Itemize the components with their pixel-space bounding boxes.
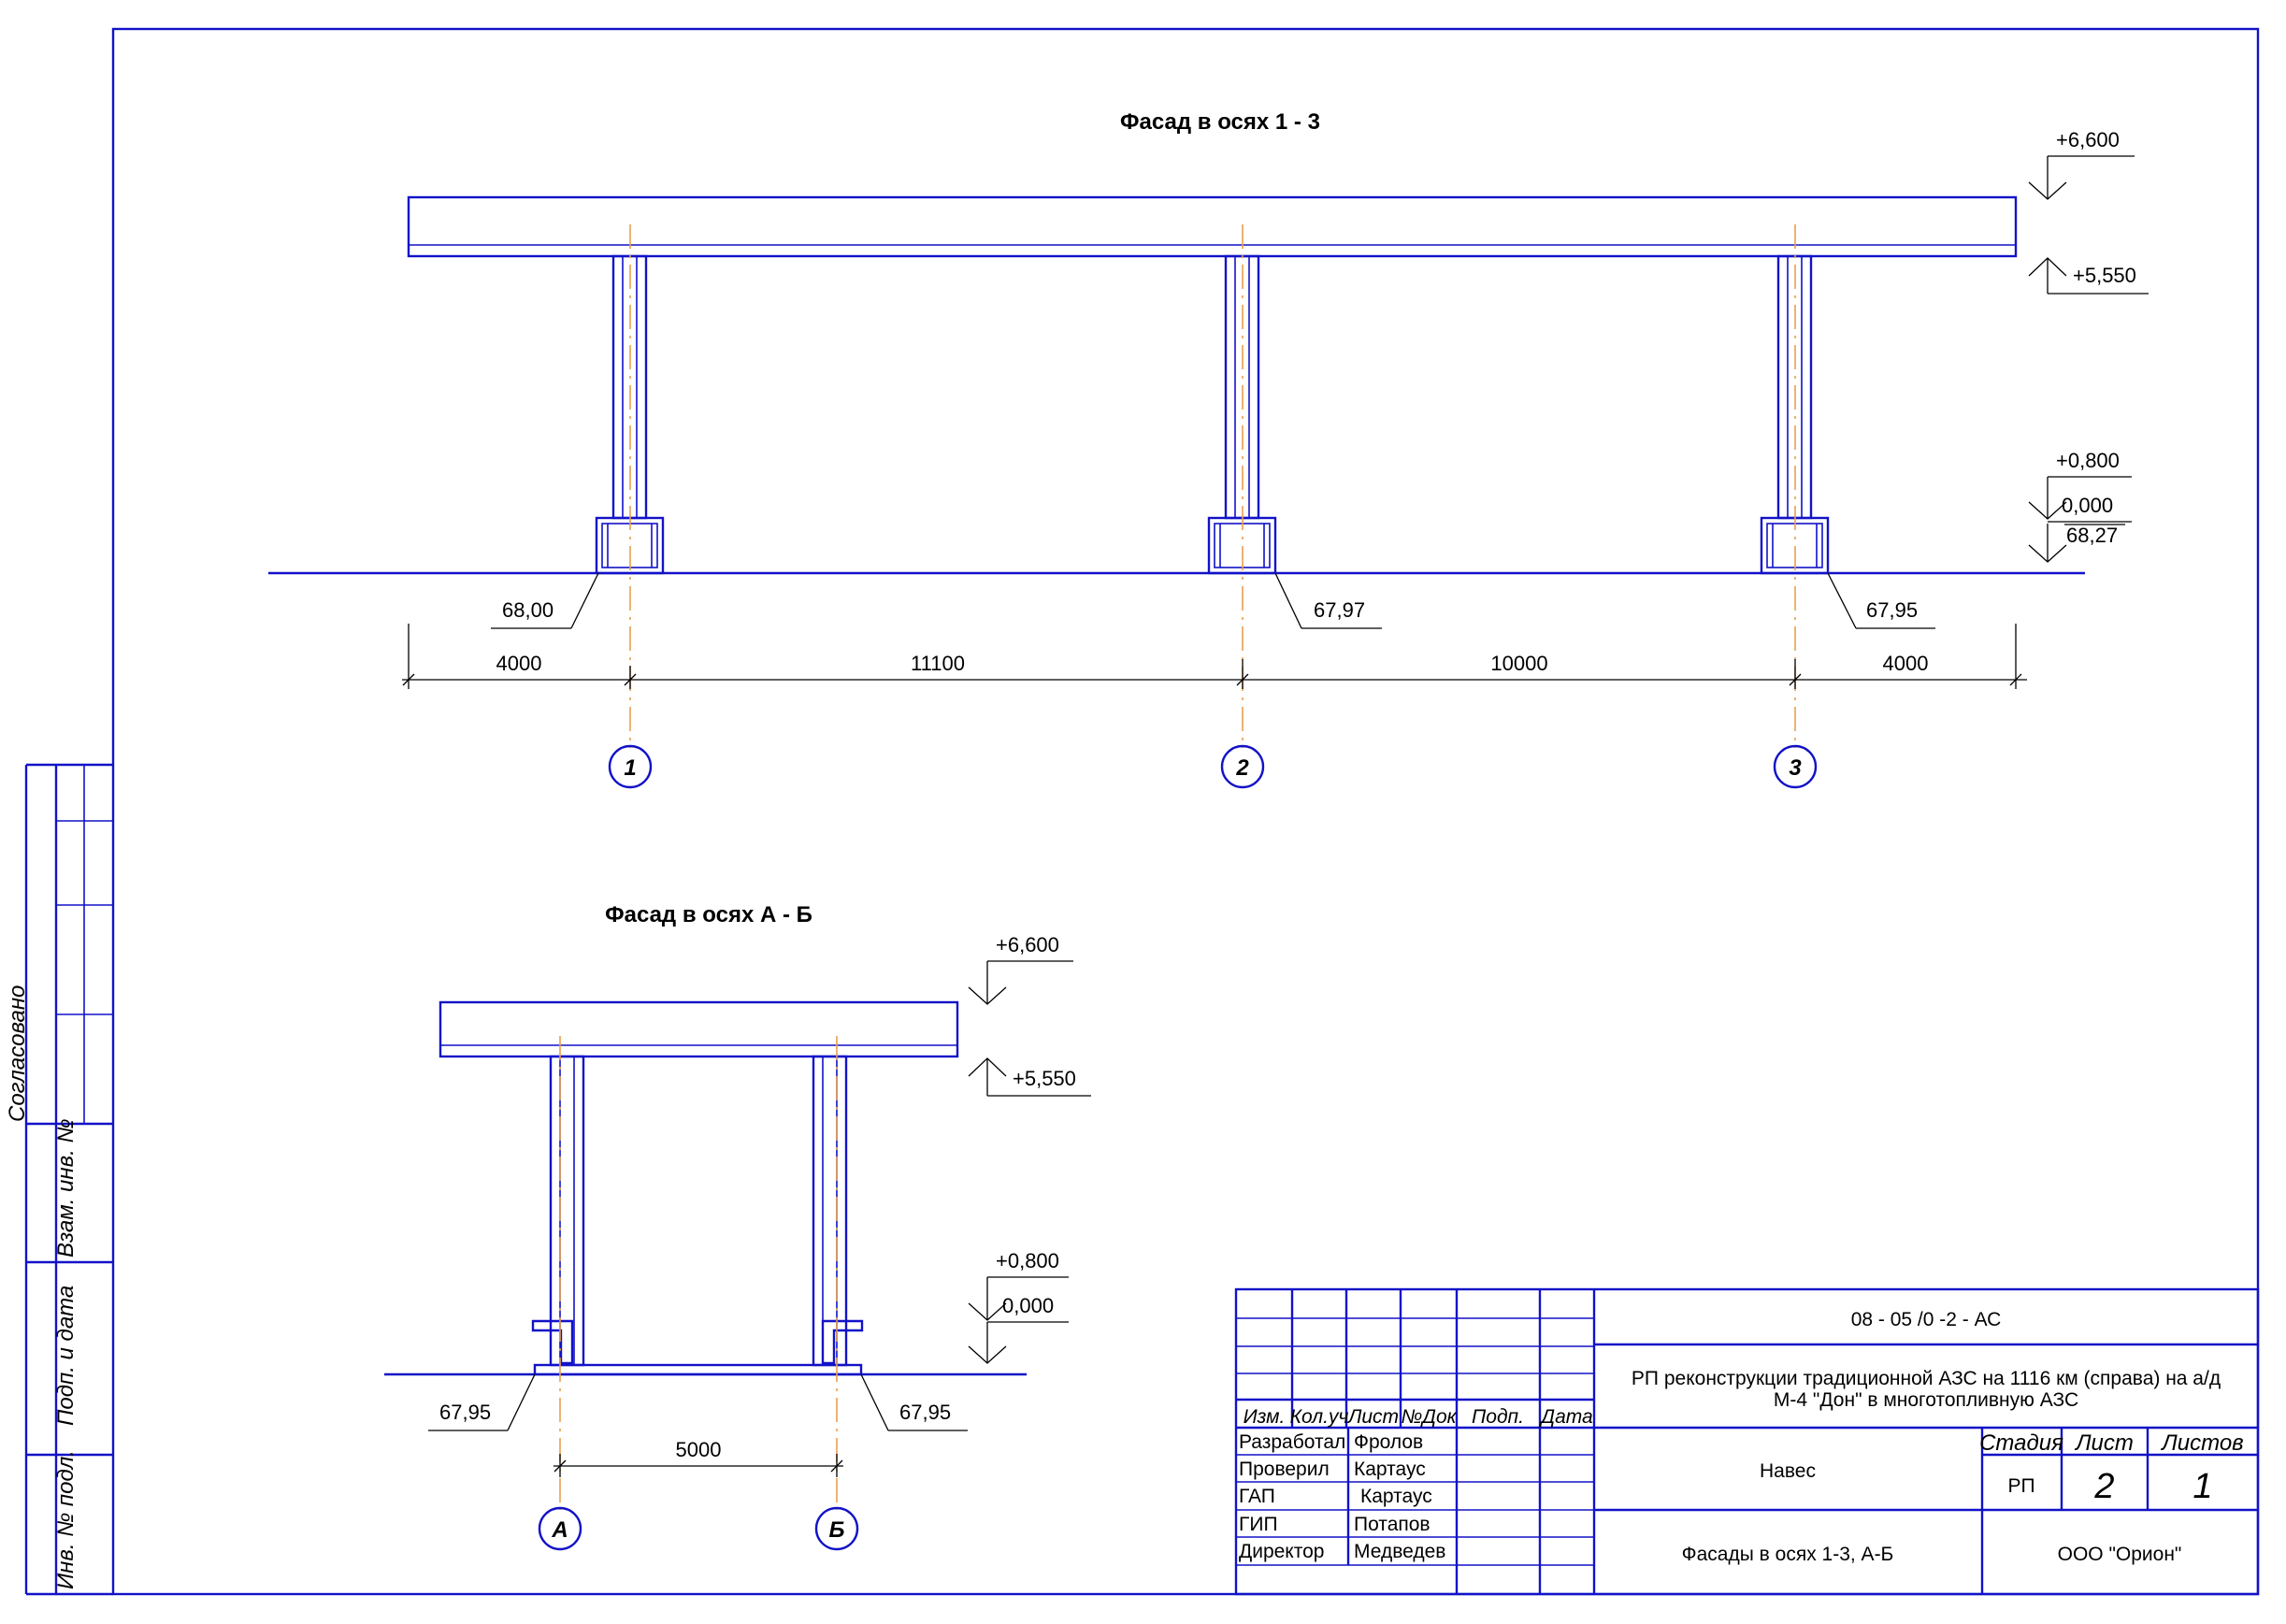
svg-text:67,95: 67,95 <box>439 1401 491 1424</box>
tb-header-izm: Изм. <box>1244 1406 1286 1428</box>
svg-text:0,000: 0,000 <box>2062 494 2113 517</box>
svg-text:+6,600: +6,600 <box>996 933 1059 956</box>
axis-bubble-1: 1 <box>608 744 653 789</box>
svg-text:67,95: 67,95 <box>1866 598 1918 622</box>
side-inv-label: Инв. № подл. <box>53 1450 79 1589</box>
tb-company: ООО "Орион" <box>2058 1544 2182 1565</box>
dim-5000: 5000 <box>676 1438 722 1461</box>
side-stamp-labels: Согласовано Взам. инв. № Подп. и дата Ин… <box>5 985 79 1589</box>
svg-text:0,000: 0,000 <box>1002 1294 1054 1317</box>
tb-role-3: ГИП <box>1239 1514 1278 1535</box>
tb-sheet-value: 2 <box>2093 1467 2114 1506</box>
svg-text:2: 2 <box>1235 755 1249 781</box>
tb-name-2: Картаус <box>1360 1486 1432 1507</box>
spot-level-right-a-b: 67,95 <box>860 1373 968 1431</box>
canopy-slab-a-b <box>439 1000 959 1058</box>
level-mark-slab-1-3: +5,550 <box>2028 257 2149 295</box>
spot-level-left-a-b: 67,95 <box>428 1373 536 1431</box>
dimension-chain-1-3: 4000 11100 10000 4000 <box>402 624 2027 689</box>
level-mark-base-a-b: +0,800 <box>968 1249 1069 1321</box>
tb-stage-label: Стадия <box>1979 1430 2063 1456</box>
level-mark-ground-1-3: 68,27 <box>2028 524 2125 563</box>
side-podp-label: Подп. и дата <box>53 1286 79 1426</box>
foundation-beam-a-b <box>533 1363 863 1376</box>
tb-sheets-label: Листов <box>2160 1430 2243 1456</box>
svg-text:1: 1 <box>624 755 636 781</box>
svg-text:+6,600: +6,600 <box>2056 128 2120 151</box>
dimension-a-b: 5000 <box>554 1438 843 1477</box>
level-mark-base-1-3: +0,800 <box>2028 449 2132 520</box>
side-agreed-label: Согласовано <box>5 985 30 1122</box>
tb-header-kol: Кол.уч <box>1290 1406 1349 1428</box>
tb-project-line2: М-4 "Дон" в многотопливную АЗС <box>1774 1389 2078 1411</box>
title-block: Изм. Кол.уч Лист №Док Подп. Дата Разрабо… <box>1234 1287 2260 1596</box>
tb-sheet-label: Лист <box>2074 1430 2134 1456</box>
tb-role-1: Проверил <box>1239 1459 1330 1480</box>
sheet-frame <box>24 27 2260 1596</box>
level-mark-zero-a-b: 0,000 <box>968 1294 1069 1364</box>
canopy-slab-1-3 <box>407 195 2018 258</box>
facade-1-3: Фасад в осях 1 - 3 <box>268 109 2149 789</box>
tb-role-2: ГАП <box>1239 1486 1275 1507</box>
dim-4000-right: 4000 <box>1883 652 1929 675</box>
tb-name-3: Потапов <box>1354 1514 1431 1535</box>
column-axis-a <box>531 1055 585 1367</box>
spot-level-left-1-3: 68,00 <box>491 572 599 629</box>
tb-role-0: Разработал <box>1239 1431 1345 1453</box>
svg-text:68,27: 68,27 <box>2066 524 2118 547</box>
axis-bubble-3: 3 <box>1773 744 1818 789</box>
svg-text:+5,550: +5,550 <box>2073 264 2136 287</box>
tb-header-doc: №Док <box>1401 1406 1457 1428</box>
svg-text:+0,800: +0,800 <box>2056 449 2120 472</box>
level-mark-slab-a-b: +5,550 <box>968 1057 1091 1097</box>
svg-text:67,95: 67,95 <box>899 1401 951 1424</box>
level-mark-zero-1-3: 0,000 <box>2048 494 2132 523</box>
svg-text:А: А <box>551 1517 568 1543</box>
side-vzam-label: Взам. инв. № <box>53 1119 79 1258</box>
axis-bubble-b: Б <box>814 1506 859 1551</box>
svg-text:+0,800: +0,800 <box>996 1249 1059 1272</box>
tb-drawing-code: 08 - 05 /0 -2 - АС <box>1851 1309 2002 1330</box>
axis-bubble-a: А <box>538 1506 582 1551</box>
dim-10000: 10000 <box>1490 652 1547 675</box>
facade-a-b: Фасад в осях А - Б А Б <box>384 902 1091 1551</box>
level-mark-top-1-3: +6,600 <box>2028 128 2135 200</box>
svg-text:3: 3 <box>1789 755 1802 781</box>
tb-name-4: Медведев <box>1354 1541 1445 1562</box>
svg-text:+5,550: +5,550 <box>1013 1067 1076 1090</box>
facade-a-b-title: Фасад в осях А - Б <box>605 902 812 927</box>
dim-4000-left: 4000 <box>496 652 542 675</box>
tb-name-0: Фролов <box>1354 1431 1423 1453</box>
tb-name-1: Картаус <box>1354 1459 1426 1480</box>
tb-project-line1: РП реконструкции традиционной АЗС на 111… <box>1632 1368 2221 1389</box>
dim-11100: 11100 <box>911 652 965 675</box>
tb-sheet-title: Фасады в осях 1-3, А-Б <box>1682 1544 1894 1565</box>
tb-role-4: Директор <box>1239 1541 1324 1562</box>
tb-header-list: Лист <box>1346 1406 1399 1428</box>
tb-header-date: Дата <box>1539 1406 1592 1428</box>
spot-level-mid-1-3: 67,97 <box>1274 572 1382 629</box>
axis-bubble-2: 2 <box>1220 744 1265 789</box>
tb-sheets-value: 1 <box>2193 1467 2212 1506</box>
tb-object-name: Навес <box>1760 1460 1816 1482</box>
column-axis-b <box>812 1055 864 1367</box>
svg-text:Б: Б <box>829 1517 845 1543</box>
svg-text:67,97: 67,97 <box>1314 598 1365 622</box>
svg-text:68,00: 68,00 <box>502 598 554 622</box>
tb-header-podp: Подп. <box>1472 1406 1524 1428</box>
level-mark-top-a-b: +6,600 <box>968 933 1073 1005</box>
facade-1-3-title: Фасад в осях 1 - 3 <box>1120 109 1320 135</box>
tb-stage-value: РП <box>2007 1475 2034 1497</box>
spot-level-right-1-3: 67,95 <box>1827 572 1935 629</box>
